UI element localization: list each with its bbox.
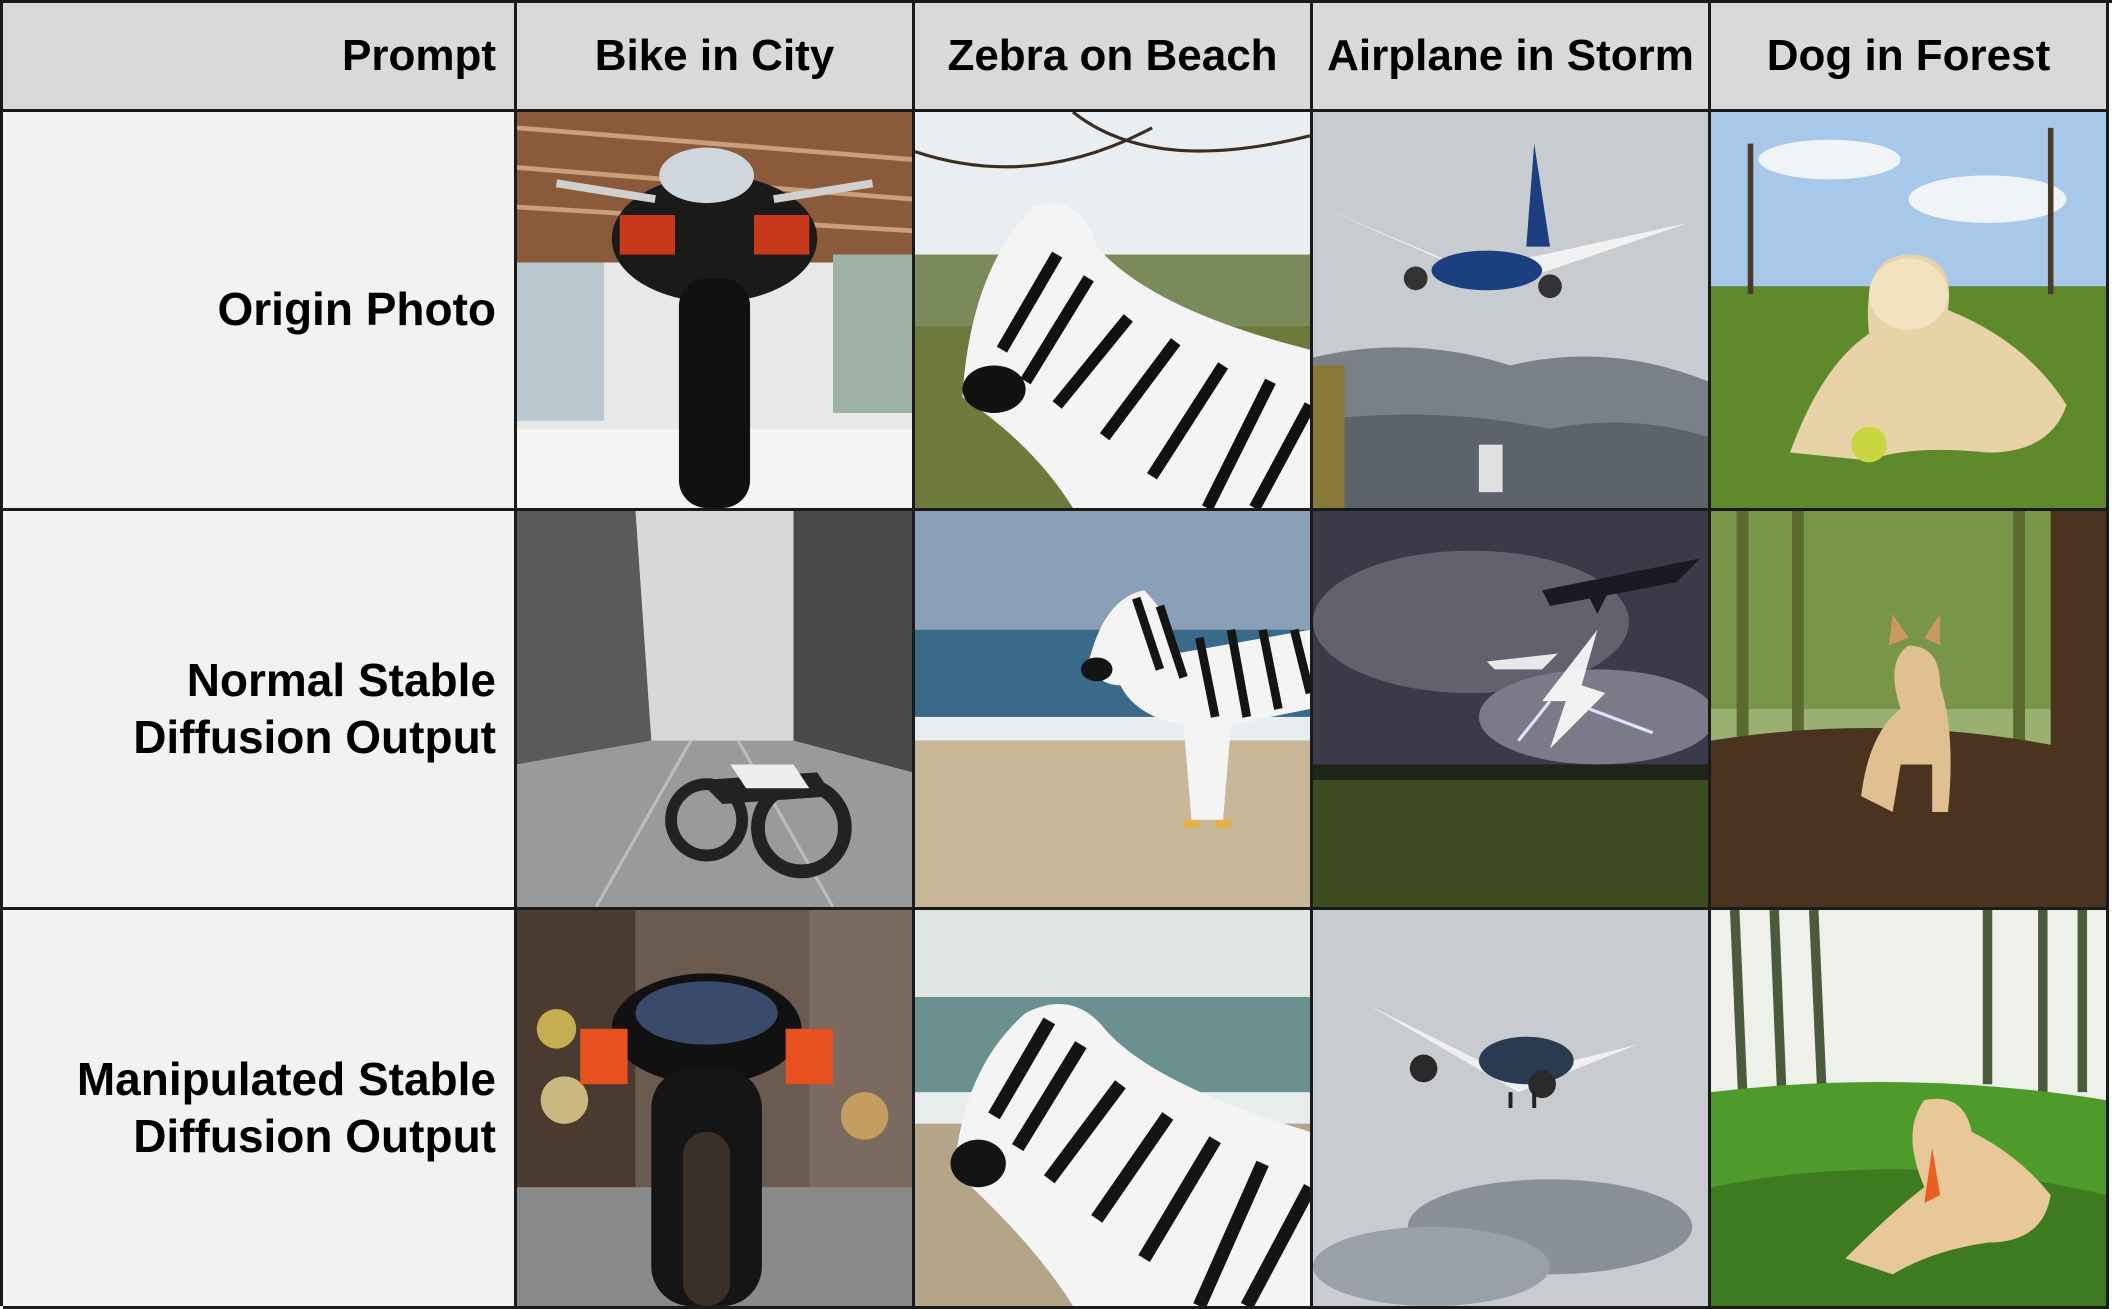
row-label-text: Manipulated Stable Diffusion Output bbox=[76, 1052, 496, 1163]
zebra-image bbox=[915, 112, 1310, 508]
dog-image bbox=[1711, 511, 2106, 907]
row-label-text: Origin Photo bbox=[217, 283, 496, 336]
image-normal-bike bbox=[517, 511, 915, 910]
image-normal-zebra bbox=[915, 511, 1313, 910]
row-label-manipulated-sd: Manipulated Stable Diffusion Output bbox=[3, 910, 517, 1309]
zebra-image bbox=[915, 910, 1310, 1306]
motorcycle-image bbox=[517, 910, 912, 1306]
image-origin-airplane bbox=[1313, 112, 1711, 511]
row-label-text: Normal Stable Diffusion Output bbox=[133, 653, 496, 764]
image-origin-bike bbox=[517, 112, 915, 511]
image-origin-zebra bbox=[915, 112, 1313, 511]
airplane-image bbox=[1313, 511, 1708, 907]
header-bike-in-city: Bike in City bbox=[517, 3, 915, 112]
header-prompt: Prompt bbox=[3, 3, 517, 112]
dog-image bbox=[1711, 910, 2106, 1306]
header-airplane-in-storm: Airplane in Storm bbox=[1313, 3, 1711, 112]
image-manipulated-dog bbox=[1711, 910, 2109, 1309]
image-origin-dog bbox=[1711, 112, 2109, 511]
airplane-image bbox=[1313, 112, 1708, 508]
image-normal-airplane bbox=[1313, 511, 1711, 910]
airplane-image bbox=[1313, 910, 1708, 1306]
motorcycle-image bbox=[517, 511, 912, 907]
image-normal-dog bbox=[1711, 511, 2109, 910]
dog-image bbox=[1711, 112, 2106, 508]
header-dog-in-forest: Dog in Forest bbox=[1711, 3, 2109, 112]
row-label-origin-photo: Origin Photo bbox=[3, 112, 517, 511]
image-manipulated-airplane bbox=[1313, 910, 1711, 1309]
header-zebra-on-beach: Zebra on Beach bbox=[915, 3, 1313, 112]
row-label-normal-sd: Normal Stable Diffusion Output bbox=[3, 511, 517, 910]
motorcycle-image bbox=[517, 112, 912, 508]
zebra-image bbox=[915, 511, 1310, 907]
image-manipulated-zebra bbox=[915, 910, 1313, 1309]
image-manipulated-bike bbox=[517, 910, 915, 1309]
